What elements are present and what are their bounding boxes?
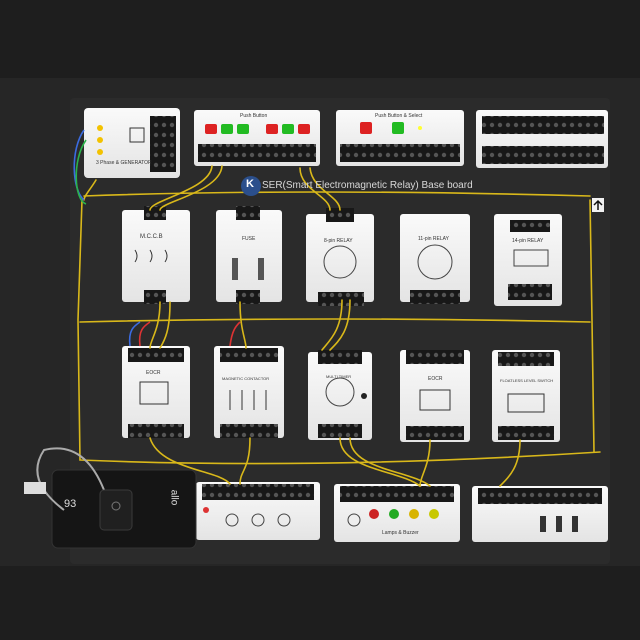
push-button-module — [194, 110, 320, 166]
wiring — [77, 165, 601, 487]
board-title: SER(Smart Electromagnetic Relay) Base bo… — [262, 180, 473, 191]
powerbank-number: 93 — [64, 498, 77, 510]
relay-11pin-module — [400, 214, 470, 304]
relay14-label: 14-pin RELAY — [512, 238, 544, 244]
bottom-left-module — [196, 482, 320, 540]
fuse-module — [216, 206, 282, 304]
mccb-module — [122, 206, 190, 304]
relay-14pin-module — [494, 214, 562, 306]
contactor-label: MAGNETIC CONTACTOR — [222, 376, 270, 381]
contactor-module — [214, 346, 284, 438]
brand-badge-letter: K — [246, 178, 254, 190]
fuse-label: FUSE — [242, 236, 256, 242]
terminal-module-top-right — [476, 110, 608, 168]
multi-timer-module — [308, 350, 372, 440]
timer-label: MULTI TIMER — [326, 374, 352, 379]
push-select-module — [336, 110, 464, 166]
eocr-module-right — [400, 350, 470, 442]
push-select-label: Push Button & Select — [375, 113, 423, 119]
floatless-switch-module — [492, 350, 560, 442]
relay-8pin-module — [306, 208, 374, 306]
float-switch-label: FLOATLESS LEVEL SWITCH — [500, 378, 554, 383]
power-generator-module — [84, 108, 180, 178]
mccb-label: M.C.C.B — [140, 234, 163, 240]
base-plate — [70, 98, 610, 564]
brand-badge-circle — [241, 176, 261, 196]
bottom-right-module — [472, 486, 608, 542]
push-button-label: Push Button — [240, 113, 268, 119]
eocr-left-label: EOCR — [146, 370, 161, 376]
powerbank-brand: allo — [168, 489, 180, 506]
relay11-label: 11-pin RELAY — [418, 236, 449, 242]
colored-wires — [73, 129, 241, 347]
lamps-buzzer-module — [334, 484, 460, 542]
lamps-buzzer-label: Lamps & Buzzer — [382, 530, 419, 536]
relay8-label: 8-pin RELAY — [324, 238, 353, 244]
eocr-module-left — [122, 346, 190, 438]
up-arrow-icon — [592, 198, 604, 212]
power-bank — [24, 447, 197, 549]
power-module-label: 3 Phase & GENERATOR — [96, 160, 152, 166]
usb-plug — [24, 482, 46, 494]
eocr-right-label: EOCR — [428, 376, 443, 382]
